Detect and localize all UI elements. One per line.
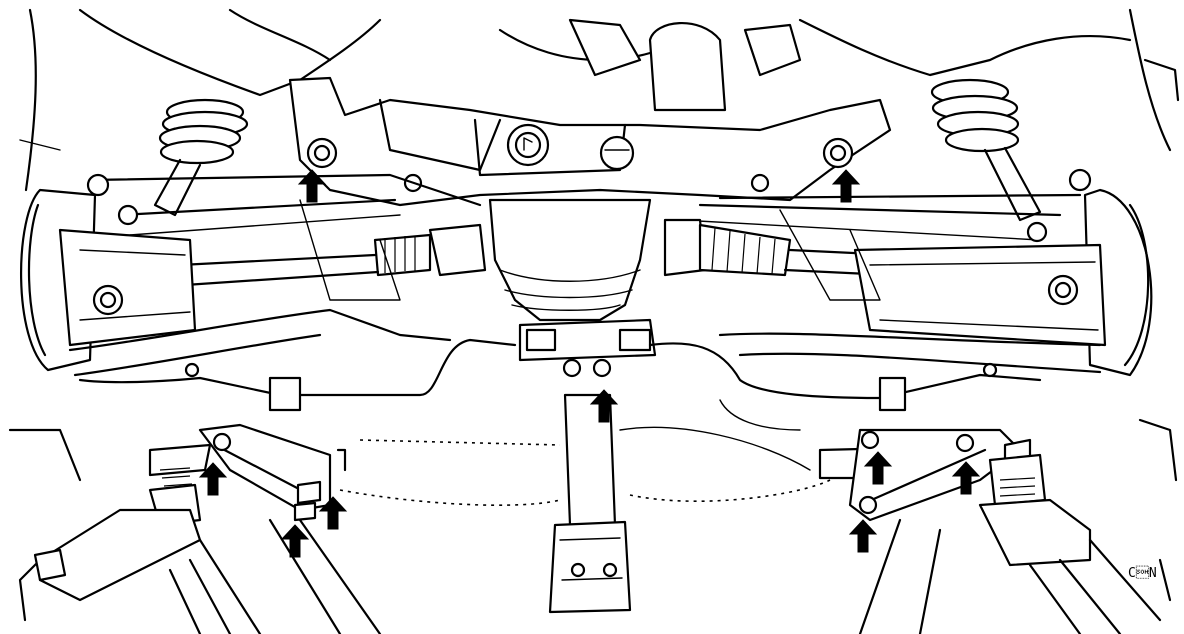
rear-crossmember xyxy=(288,76,892,207)
arrow-icon xyxy=(198,462,228,496)
arrow-icon xyxy=(297,169,327,203)
stabilizer-bar xyxy=(78,338,1042,412)
upper-tunnel xyxy=(568,18,802,112)
fastener-arrows xyxy=(198,169,981,558)
left-coil-spring xyxy=(153,98,249,217)
left-side-rail xyxy=(8,428,382,634)
right-lower-bracket xyxy=(818,428,1032,522)
lower-arms xyxy=(68,199,1102,377)
upper-lateral-links xyxy=(88,173,1082,241)
arrow-icon xyxy=(951,461,981,495)
arrow-icon xyxy=(589,389,619,423)
arrow-icon xyxy=(848,519,878,553)
differential xyxy=(428,198,707,378)
arrow-icon xyxy=(318,496,348,530)
arrow-icon xyxy=(280,524,310,558)
right-coil-spring xyxy=(930,78,1042,222)
body-outline xyxy=(19,8,1180,192)
figure-code: CN xyxy=(1128,565,1157,581)
arrow-icon xyxy=(863,451,893,485)
exhaust-outline xyxy=(339,399,831,506)
right-wheel-hub xyxy=(853,168,1153,377)
propeller-shaft xyxy=(548,393,632,614)
left-lower-bracket xyxy=(198,423,347,522)
arrow-icon xyxy=(831,169,861,203)
right-side-rail xyxy=(858,418,1178,634)
left-wheel-hub xyxy=(20,173,197,372)
